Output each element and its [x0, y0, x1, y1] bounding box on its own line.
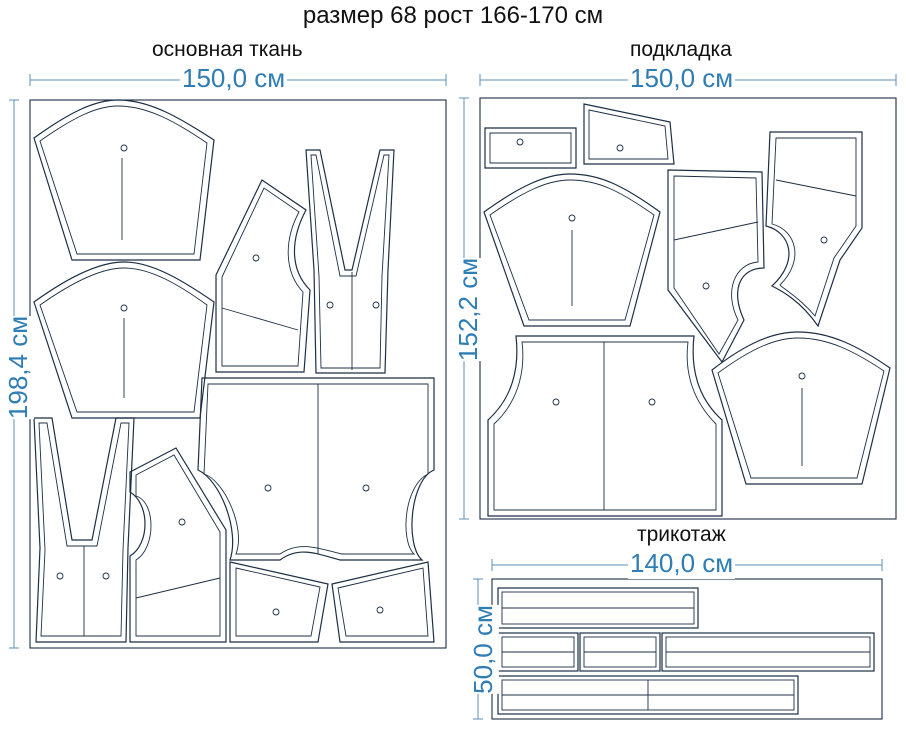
- knit-height: 50,0 см: [467, 605, 499, 694]
- lining-sleeve-piece-2: [711, 331, 891, 485]
- page-title: размер 68 рост 166-170 см: [302, 2, 604, 29]
- main-hood-piece-lower: [33, 417, 135, 643]
- main-pocket-piece-1: [229, 561, 329, 643]
- main-sleeve-piece-1: [33, 99, 215, 261]
- main-pocket-piece-2: [331, 561, 435, 643]
- knit-band-right: [661, 632, 875, 672]
- knit-box: [491, 578, 883, 720]
- knit-width: 140,0 см: [628, 548, 736, 579]
- knit-band-long: [497, 587, 699, 629]
- knit-cuff-1: [497, 632, 579, 672]
- knit-band-bottom: [497, 675, 799, 715]
- lining-sleeve-piece-1: [483, 173, 661, 327]
- lining-label: подкладка: [630, 38, 732, 61]
- lining-front-piece-1: [667, 169, 765, 364]
- lining-width: 150,0 см: [628, 63, 736, 94]
- knit-cuff-2: [579, 632, 661, 672]
- knit-label: трикотаж: [637, 523, 726, 546]
- main-fabric-label: основная ткань: [152, 38, 303, 61]
- lining-front-piece-2: [765, 131, 863, 328]
- main-fabric-height: 198,4 см: [3, 315, 35, 420]
- main-fabric-box: [29, 99, 447, 649]
- main-front-piece-lower: [129, 447, 227, 643]
- main-back-piece: [197, 377, 435, 561]
- main-hood-piece-upper: [305, 149, 395, 374]
- main-sleeve-piece-2: [33, 261, 215, 419]
- lining-back-piece: [487, 335, 723, 517]
- lining-small-piece-2: [583, 103, 675, 165]
- lining-height: 152,2 см: [453, 257, 485, 362]
- lining-small-piece-1: [484, 127, 577, 169]
- main-front-piece-upper: [215, 179, 311, 373]
- main-fabric-width: 150,0 см: [180, 63, 288, 94]
